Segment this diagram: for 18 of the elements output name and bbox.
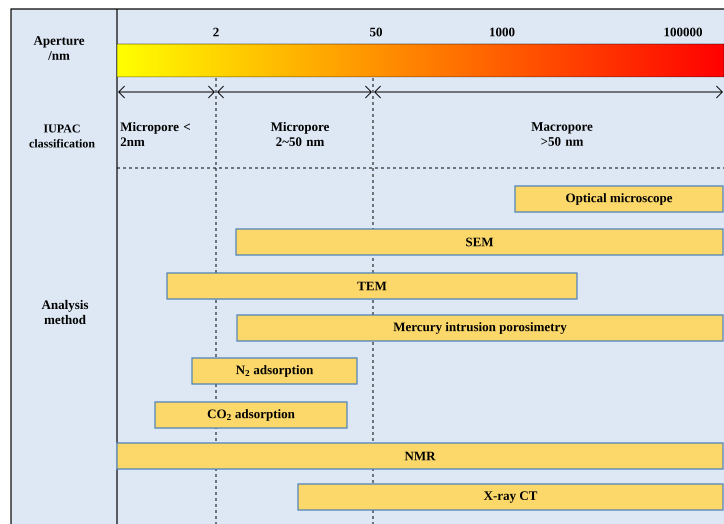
method-bar: CO$_{2}$ adsorption (154, 401, 348, 429)
method-bar: NMR (116, 442, 724, 470)
tick-label: 50 (370, 28, 382, 36)
range-label: Micropore 2~50 nm (270, 122, 330, 146)
method-bar: Optical microscope (514, 185, 724, 213)
tick-label: 100000 (664, 28, 702, 36)
method-bar: X-ray CT (297, 483, 724, 511)
tick-label: 2 (213, 28, 219, 36)
method-bar: Mercury intrusion porosimetry (236, 314, 724, 342)
tick-label: 1000 (490, 28, 514, 36)
row-label: IUPAC classification (29, 124, 95, 148)
method-bar: SEM (235, 228, 724, 256)
range-label: Micropore < 2nm (120, 122, 190, 146)
method-bar: N$_{2}$ adsorption (191, 357, 358, 385)
range-label: Macropore >50 nm (531, 122, 592, 146)
row-label: Analysis method (42, 300, 88, 324)
axis-title: Aperture /nm (34, 36, 84, 60)
method-bar: TEM (166, 272, 578, 300)
